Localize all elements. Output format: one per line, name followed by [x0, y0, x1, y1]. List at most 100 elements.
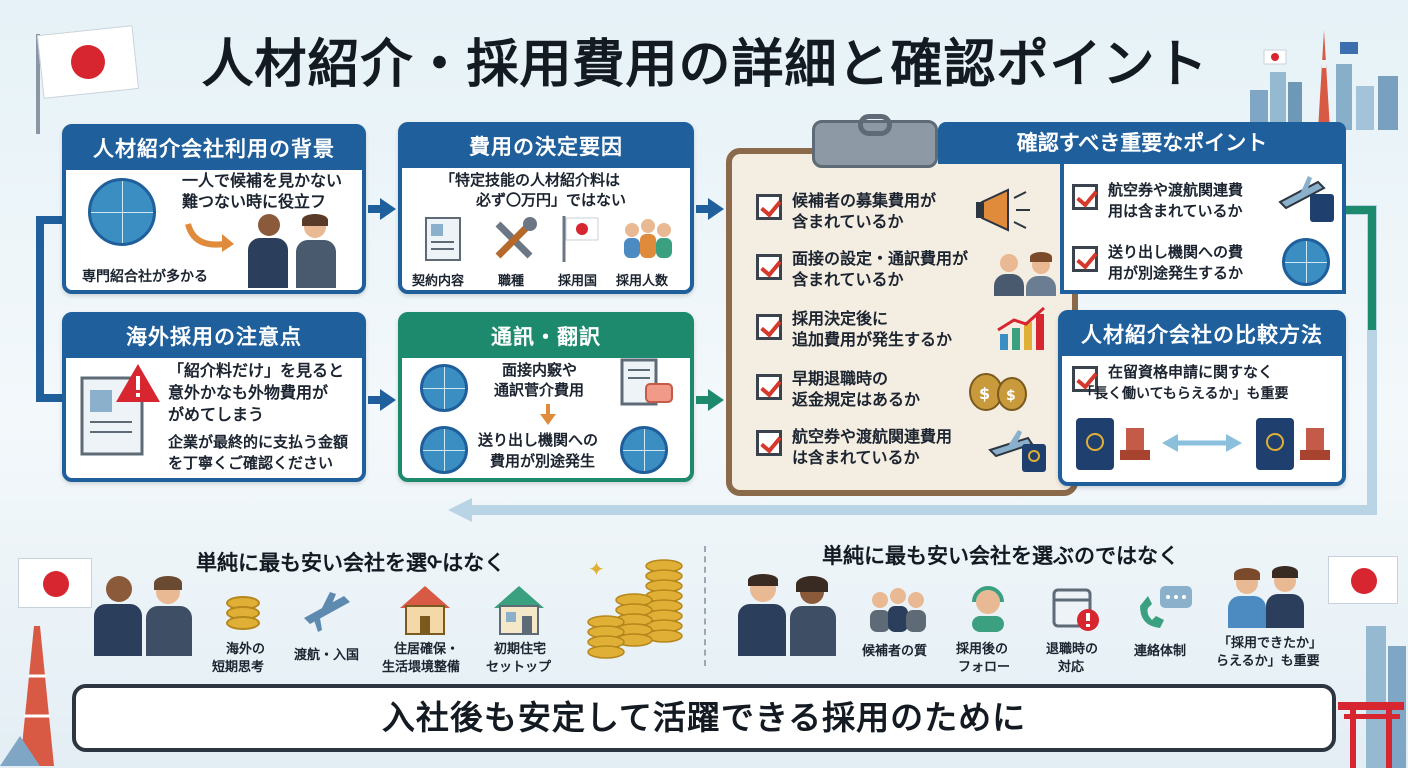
phone-chat-icon [1140, 586, 1192, 628]
interpretation-text-4: 費用が別途発生 [490, 452, 596, 470]
point-text: 送り出し機関への費 [1108, 243, 1244, 261]
candidates-icon [870, 588, 926, 632]
tools-icon [495, 217, 537, 259]
checkbox-icon [1072, 246, 1098, 272]
point-text: 候補者の募集費用が [792, 191, 937, 210]
checkbox-icon [756, 314, 782, 340]
bottom-left-label: 住居確保・ [394, 642, 460, 657]
interpretation-text-3: 送り出し機関への [478, 431, 599, 449]
flag-pole [36, 34, 40, 134]
bottom-right-label: 連絡体制 [1134, 644, 1187, 659]
down-arrow-icon [540, 404, 556, 425]
overseas-text-5: を丁寧くご確認ください [168, 454, 334, 472]
bottom-left-label: 初期住宅 [494, 642, 547, 657]
bottom-left-label: 渡航・入国 [294, 648, 360, 663]
interpretation-text-1: 面接内竅や [502, 361, 578, 379]
bottom-right-label: らえるか」も重要 [1216, 654, 1320, 669]
bottom-left-label: 生活㙗境整備 [382, 660, 461, 675]
house-icon [494, 586, 544, 635]
point-text: 含まれているか [792, 212, 904, 231]
bottom-left-heading: 単純に最も安い会社を選ᡐはなく [196, 551, 506, 575]
section-divider [704, 546, 706, 666]
point-text: 用が別途発生するか [1108, 264, 1244, 282]
bottom-right-label: 退職時の [1046, 642, 1099, 657]
group-icon [624, 219, 672, 258]
point-text: 採用決定後に [792, 309, 889, 328]
bottom-right-label: フォロー [958, 660, 1011, 675]
bottom-right-heading: 単純に最も安い会社を選ぶのではなく [822, 544, 1179, 568]
flow-arrow [696, 205, 710, 213]
point-text: 航空券や渡航関連費 [1108, 181, 1244, 199]
flow-arrow-head [708, 389, 724, 411]
cost-factors-text-2: 必ず〇万円」ではない [476, 191, 627, 209]
cost-factor-label: 契約内容 [412, 274, 465, 289]
document-warning-icon [80, 364, 160, 456]
bottom-left-label: 海外の [226, 642, 266, 657]
flow-arrow [696, 396, 710, 404]
double-arrow-icon [1162, 434, 1242, 452]
business-people-icon [92, 574, 200, 656]
point-text: 面接の設定・通訳費用が [792, 249, 969, 268]
overseas-text-1: 「紹介料だけ」を見ると [168, 361, 345, 380]
business-people-icon [736, 574, 844, 656]
curved-arrow-icon [185, 223, 234, 252]
flow-arrow-head [708, 198, 724, 220]
flag-icon [562, 216, 599, 262]
house-icon [400, 586, 450, 635]
airplane-passport-icon [988, 430, 1046, 472]
overseas-heading: 海外採用の注意点 [66, 316, 362, 358]
document-chat-icon [620, 358, 673, 406]
background-text-2: 難つない時に役立フ [182, 192, 327, 211]
bottom-left-label: セットップ [486, 660, 552, 675]
svg-text:$: $ [979, 384, 990, 403]
comparison-text-1: 在留資格申請に関すなく [1108, 363, 1274, 381]
calendar-alert-icon [1052, 588, 1099, 631]
cost-factors-heading: 費用の決定要因 [402, 126, 690, 168]
support-headset-icon [972, 586, 1004, 632]
flow-arrow-head [380, 389, 396, 411]
money-bag-icon: $$ [969, 373, 1027, 411]
checkbox-icon [1072, 184, 1098, 210]
point-text: 航空券や渡航関連費用 [792, 427, 953, 446]
coins-icon [226, 616, 260, 630]
cost-factor-label: 職種 [498, 274, 525, 289]
japan-flag [18, 558, 92, 608]
megaphone-icon [976, 188, 1030, 232]
checkbox-icon [756, 194, 782, 220]
clipboard-clip [812, 120, 938, 168]
svg-text:$: $ [1006, 388, 1016, 404]
japan-flag [1328, 556, 1398, 604]
flow-connectors [36, 205, 1377, 522]
points-heading: 確認すべき重要なポイント [938, 122, 1346, 164]
bottom-right-label: 「採用できたか」 [1218, 636, 1323, 651]
comparison-text-2: 「長く働いてもらえるか」も重要 [1080, 386, 1289, 402]
checkbox-icon [756, 254, 782, 280]
globe-arrow-icon [1282, 238, 1330, 286]
bottom-right-label: 採用後の [956, 642, 1009, 657]
airplane-icon [304, 592, 350, 632]
bottom-right-label: 候補者の質 [862, 644, 928, 659]
svg-text:✦: ✦ [588, 557, 605, 581]
torii-skyline-icon [1338, 626, 1406, 768]
cost-factor-label: 採用人数 [616, 274, 669, 289]
flow-arrow-head [380, 198, 396, 220]
globe-people-icon [420, 364, 468, 412]
point-text: 返金規定はあるか [792, 390, 921, 409]
passport-stamp-icon [1256, 418, 1330, 470]
bottom-left-label: 短期思考 [212, 660, 265, 675]
city-skyline-top-right [1250, 30, 1398, 130]
point-text: 含まれているか [792, 270, 904, 289]
background-label: 専門紹合社が多かる [82, 269, 208, 285]
overseas-text-3: がめてしまう [168, 405, 265, 424]
comparison-heading: 人材紹介会社の比較方法 [1062, 314, 1342, 356]
contract-document-icon [425, 217, 461, 261]
interpretation-heading: 通訊・翻訳 [402, 316, 690, 358]
cost-factors-text-1: 「特定技能の人材紹介料は [440, 171, 621, 189]
checkbox-icon [756, 430, 782, 456]
bottom-right-label: 対応 [1058, 660, 1085, 675]
flow-arrow [368, 396, 382, 404]
overseas-card: 海外採用の注意点 [62, 312, 366, 482]
page-title: 人材紹介・採用費用の詳細と確認ポイント [201, 35, 1209, 95]
point-text: は含まれているか [792, 448, 920, 467]
tokyo-tower-icon [0, 626, 54, 766]
